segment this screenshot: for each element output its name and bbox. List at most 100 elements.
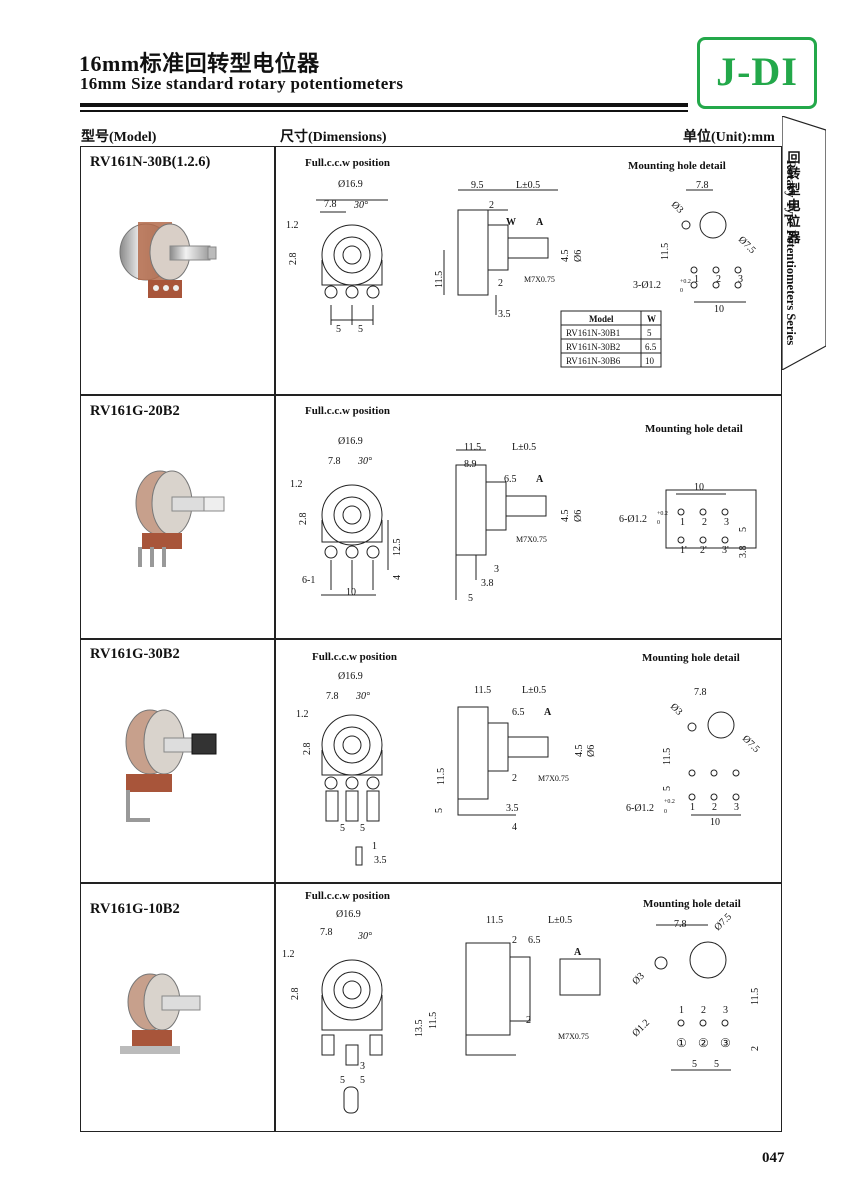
dim-label: 2.8	[288, 253, 299, 266]
dim-label: 3'	[722, 545, 729, 556]
front-view-caption: Full.c.c.w position	[312, 651, 397, 663]
dim-label: +0.2	[657, 511, 668, 517]
model-label: RV161N-30B(1.2.6)	[90, 154, 211, 170]
w-table: Model W RV161N-30B1 5 RV161N-30B2 6.5 RV…	[560, 310, 662, 368]
dim-label: W	[506, 217, 516, 228]
dim-label: Ø3	[668, 701, 684, 717]
dim-label: 4.5	[574, 745, 585, 758]
dim-label: 1.2	[282, 949, 295, 960]
header-rule-thick	[80, 103, 688, 107]
dim-label: 2.8	[298, 513, 309, 526]
dim-label: M7X0.75	[558, 1032, 589, 1041]
dim-label: ②	[698, 1036, 709, 1050]
w-table-cell: RV161N-30B1	[566, 328, 620, 338]
dim-label: M7X0.75	[524, 275, 555, 284]
dim-label: Ø16.9	[336, 909, 361, 920]
dim-label: A	[536, 217, 544, 228]
dim-label: A	[544, 707, 552, 718]
dim-label: 3.8	[738, 546, 749, 559]
dim-label: 2	[750, 1046, 761, 1051]
mount-caption: Mounting hole detail	[643, 898, 741, 910]
w-table-cell: 5	[647, 328, 652, 338]
dim-label: 11.5	[750, 988, 761, 1005]
dim-label: 6.5	[512, 707, 525, 718]
dim-label: 4	[392, 575, 403, 580]
dim-label: 4	[512, 822, 517, 833]
row-divider	[80, 882, 782, 884]
dim-label: 30°	[355, 691, 370, 702]
row-divider	[80, 394, 782, 396]
dimension-drawing-row3: Ø16.9 7.8 30° 1.2 2.8 5 5 1 3.5 11.5 L±0…	[296, 671, 762, 866]
mount-caption: Mounting hole detail	[645, 423, 743, 435]
dim-label: 2'	[700, 545, 707, 556]
dim-label: 6-1	[302, 575, 315, 586]
dim-label: Ø3	[669, 199, 685, 215]
page-title-en: 16mm Size standard rotary potentiometers	[80, 74, 404, 93]
front-view-caption: Full.c.c.w position	[305, 890, 390, 902]
dim-label: 11.5	[662, 748, 673, 765]
dim-label: 7.8	[324, 199, 337, 210]
dim-label: 3	[494, 564, 499, 575]
dim-label: 5	[738, 527, 749, 532]
dim-label: 2	[702, 517, 707, 528]
dim-label: 5	[360, 823, 365, 834]
dim-label: 10	[714, 304, 724, 315]
dim-label: Ø6	[573, 250, 584, 262]
page-number: 047	[762, 1150, 785, 1166]
dim-label: 3	[738, 274, 743, 285]
dim-label: 0	[680, 288, 683, 294]
dim-label: 7.8	[674, 919, 687, 930]
w-table-header: W	[647, 314, 656, 324]
dim-label: 1.2	[296, 709, 309, 720]
product-photo	[135, 470, 225, 567]
dim-label: Ø16.9	[338, 436, 363, 447]
dim-label: 2	[701, 1005, 706, 1016]
dim-label: 10	[346, 587, 356, 598]
dim-label: 3.5	[374, 855, 387, 866]
dim-label: Ø16.9	[338, 671, 363, 682]
dim-label: 11.5	[434, 271, 445, 288]
side-tab-cn: 回转型电位器	[787, 150, 801, 245]
column-header-dimensions: 尺寸(Dimensions)	[280, 130, 387, 145]
dim-label: 0	[657, 520, 660, 526]
w-table-header: Model	[589, 314, 614, 324]
dim-label: 5	[434, 808, 445, 813]
dim-label: Ø7.5	[712, 911, 734, 933]
dim-label: 5	[340, 1075, 345, 1086]
front-view-caption: Full.c.c.w position	[305, 157, 390, 169]
dim-label: 5	[468, 593, 473, 604]
dim-label: 3	[724, 517, 729, 528]
dim-label: 13.5	[414, 1020, 425, 1038]
column-header-unit: 单位(Unit):mm	[683, 130, 775, 145]
dim-label: 5	[336, 324, 341, 335]
dim-label: 11.5	[428, 1012, 439, 1029]
dim-label: 2.8	[290, 988, 301, 1001]
dim-label: M7X0.75	[538, 774, 569, 783]
dim-label: +0.2	[664, 799, 675, 805]
dim-label: 5	[692, 1059, 697, 1070]
column-header-model: 型号(Model)	[81, 130, 157, 145]
dim-label: 5	[340, 823, 345, 834]
dim-label: Ø1.2	[630, 1017, 652, 1039]
page-title-cn: 16mm标准回转型电位器	[79, 51, 320, 76]
dim-label: 1	[690, 802, 695, 813]
side-tab	[782, 116, 826, 370]
dim-label: 1	[680, 517, 685, 528]
dim-label: Ø7.5	[736, 234, 758, 256]
dim-label: 1	[679, 1005, 684, 1016]
dim-label: 5	[714, 1059, 719, 1070]
dim-label: 11.5	[660, 243, 671, 260]
w-table-cell: 6.5	[645, 342, 657, 352]
dim-label: 2	[526, 1015, 531, 1026]
dim-label: 1	[372, 841, 377, 852]
dim-label: 2	[716, 274, 721, 285]
dim-label: 3.5	[498, 309, 511, 320]
dim-label: Ø6	[586, 745, 597, 757]
dim-label: 7.8	[694, 687, 707, 698]
dim-label: 2	[512, 935, 517, 946]
dim-label: 2.8	[302, 743, 313, 756]
dim-label: 0	[664, 809, 667, 815]
dim-label: 3	[360, 1061, 365, 1072]
mount-caption: Mounting hole detail	[642, 652, 740, 664]
dim-label: L±0.5	[522, 685, 546, 696]
